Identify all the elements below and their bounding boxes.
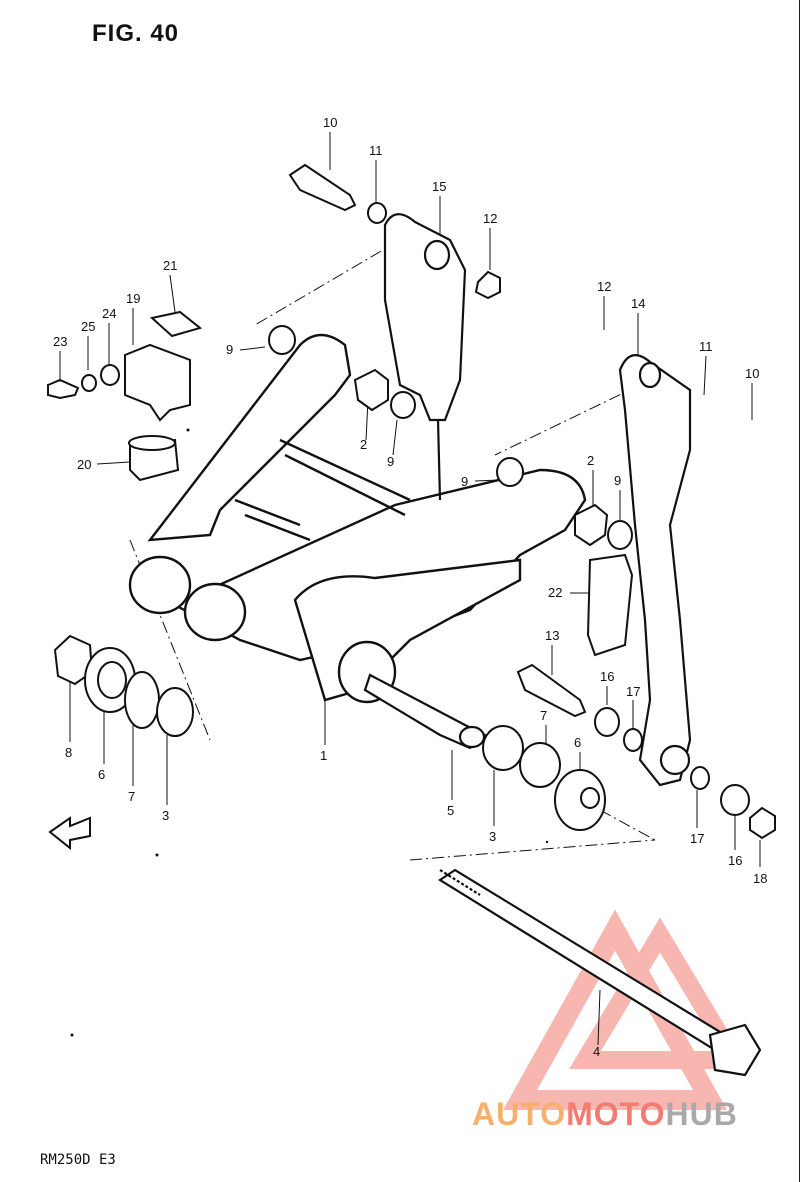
callout-22: 22	[548, 585, 562, 600]
callout-12-top: 12	[483, 211, 497, 226]
callout-11-top: 11	[369, 143, 383, 158]
callout-19: 19	[126, 291, 140, 306]
watermark-moto: MOTO	[566, 1096, 666, 1132]
callout-2-left: 2	[360, 437, 367, 452]
callout-9-left: 9	[226, 342, 233, 357]
cushion-rod	[383, 213, 467, 501]
small-parts	[47, 163, 776, 840]
watermark-logo-icon	[502, 909, 751, 1110]
callout-15: 15	[432, 179, 446, 194]
callout-1: 1	[320, 748, 327, 763]
callout-2-right: 2	[587, 453, 594, 468]
watermark-auto: AUTO	[472, 1096, 567, 1132]
front-direction-arrow-icon	[48, 816, 91, 851]
callout-20: 20	[77, 457, 91, 472]
callout-3-right: 3	[489, 829, 496, 844]
callout-3-left: 3	[162, 808, 169, 823]
pivot-shaft	[363, 673, 487, 750]
callout-4: 4	[593, 1044, 600, 1059]
callout-13: 13	[545, 628, 559, 643]
callout-16-mid: 16	[600, 669, 614, 684]
through-bolt	[437, 868, 762, 1077]
callout-25: 25	[81, 319, 95, 334]
callout-6-left: 6	[98, 767, 105, 782]
callout-7-left: 7	[128, 789, 135, 804]
swing-arm	[128, 333, 587, 704]
callout-5: 5	[447, 803, 454, 818]
callout-7-right: 7	[540, 708, 547, 723]
callout-14: 14	[631, 296, 645, 311]
callout-11-right: 11	[699, 339, 713, 354]
callout-18: 18	[753, 871, 767, 886]
callout-10-right: 10	[745, 366, 759, 381]
callout-8: 8	[65, 745, 72, 760]
callout-numbers: 10 11 15 12 21 19 24 25 23 9 2 9 20 12 1…	[53, 115, 767, 1059]
callout-17-mid: 17	[626, 684, 640, 699]
callout-17-right: 17	[690, 831, 704, 846]
callout-21: 21	[163, 258, 177, 273]
cushion-lever	[618, 354, 692, 787]
watermark-text: AUTOMOTOHUB	[472, 1096, 738, 1133]
callout-9-far-right: 9	[614, 473, 621, 488]
print-specks	[70, 428, 549, 1037]
callout-24: 24	[102, 306, 116, 321]
callout-16-right: 16	[728, 853, 742, 868]
callout-9-right: 9	[461, 474, 468, 489]
callout-10-top: 10	[323, 115, 337, 130]
figure-title: FIG. 40	[92, 20, 180, 47]
callout-12-right: 12	[597, 279, 611, 294]
model-code: RM250D E3	[40, 1152, 116, 1168]
assembly-lines	[129, 239, 656, 861]
watermark-hub: HUB	[665, 1096, 738, 1132]
callout-23: 23	[53, 334, 67, 349]
callout-9-mid: 9	[387, 454, 394, 469]
callout-6-right: 6	[574, 735, 581, 750]
